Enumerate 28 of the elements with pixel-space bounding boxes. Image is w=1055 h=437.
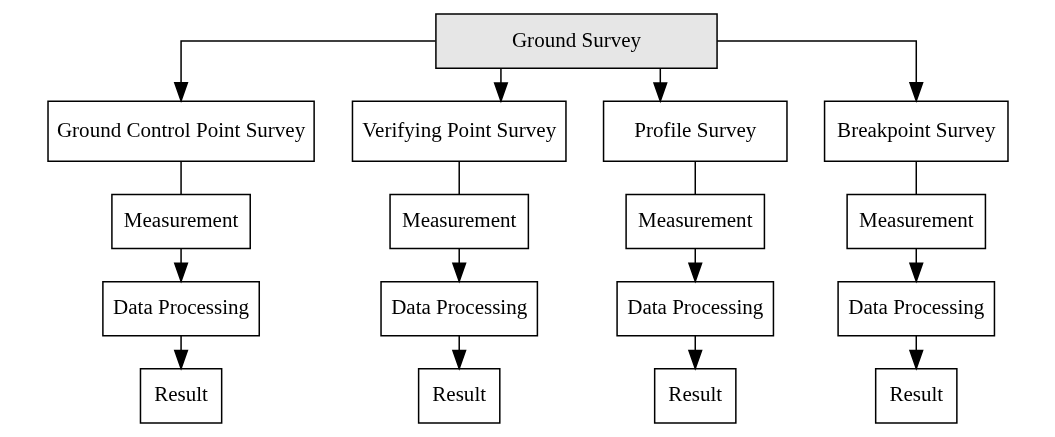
arrow [173, 247, 188, 284]
node-box: Ground Control Point Survey [46, 100, 315, 163]
node-box: Measurement [388, 193, 529, 250]
arrow [493, 67, 508, 104]
node-box: Measurement [624, 193, 765, 250]
arrow [451, 335, 467, 371]
node-box: Ground Survey [434, 13, 718, 69]
node-box: Result [139, 368, 222, 424]
node-box: Data Processing [615, 280, 774, 337]
node-box: Profile Survey [602, 100, 788, 163]
connector [179, 161, 182, 195]
node-box: Data Processing [836, 280, 995, 337]
node-box: Data Processing [101, 280, 260, 337]
arrow [451, 247, 467, 284]
node-box: Measurement [845, 193, 986, 250]
node-box: Data Processing [379, 280, 538, 337]
node-box: Result [417, 368, 501, 424]
arrow [173, 40, 436, 104]
node-box: Measurement [110, 193, 251, 250]
arrow [715, 40, 924, 104]
connector [457, 161, 460, 195]
node-box: Verifying Point Survey [351, 100, 567, 163]
node-box: Result [653, 368, 737, 424]
node-box: Breakpoint Survey [823, 100, 1009, 163]
arrow [173, 335, 188, 371]
node-box: Result [874, 368, 958, 424]
connector [694, 161, 696, 195]
connector [915, 161, 917, 195]
